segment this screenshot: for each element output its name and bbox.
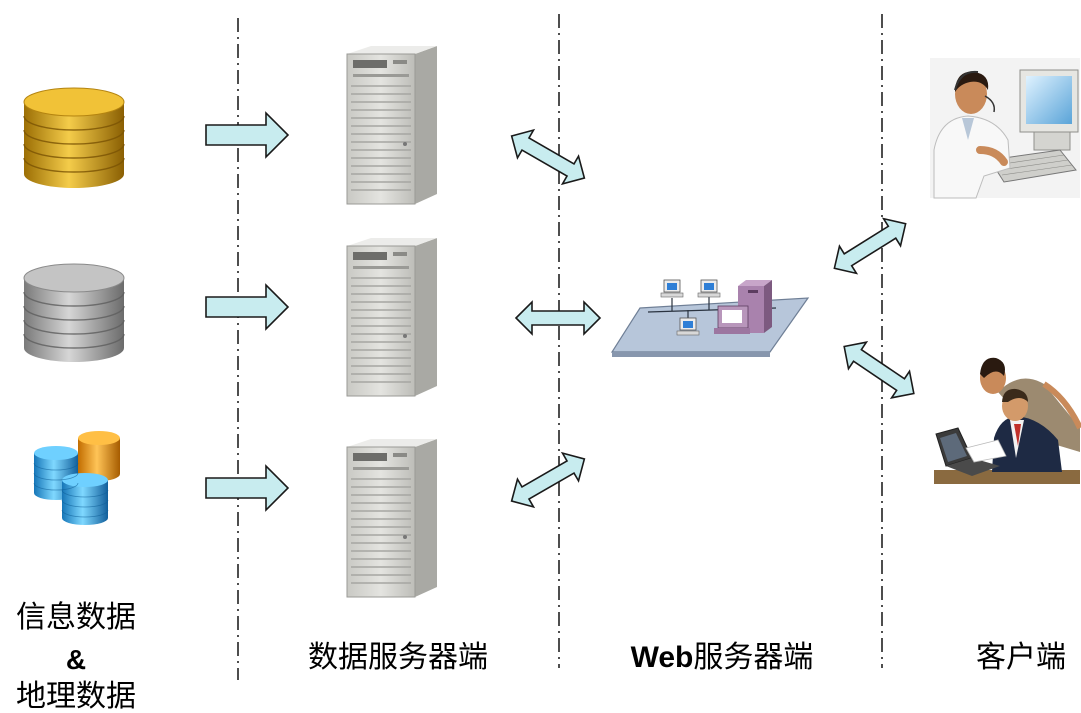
gray-database-icon: [23, 263, 125, 362]
client-label: 客户端: [976, 640, 1066, 675]
flow-arrow-1: [205, 111, 290, 159]
gold-database-icon: [23, 87, 125, 188]
server-tower-icon: [346, 438, 438, 598]
server-tower-icon: [346, 45, 438, 205]
web-server-label-suffix: 服务器端: [693, 640, 813, 675]
flow-arrow-2: [205, 283, 290, 331]
bidirectional-arrow-2: [514, 300, 602, 336]
data-server-label: 数据服务器端: [308, 640, 488, 675]
server-tower-icon: [346, 237, 438, 397]
web-server-label-prefix: Web: [631, 641, 694, 674]
bidirectional-arrow-3: [510, 451, 586, 509]
data-source-label-line2: &: [66, 644, 86, 675]
web-server-label: Web服务器端: [631, 640, 814, 675]
network-lan-icon: [610, 279, 810, 357]
flow-arrow-3: [205, 464, 290, 512]
bidirectional-arrow-1: [510, 128, 586, 186]
user-headset-computer-icon: [930, 58, 1080, 199]
bidirectional-arrow-4: [833, 217, 907, 275]
blue-orange-database-cluster-icon: [33, 431, 120, 525]
bidirectional-arrow-5: [843, 341, 915, 399]
data-source-label-line3: 地理数据: [16, 679, 136, 713]
data-source-label-line1: 信息数据: [16, 600, 136, 635]
two-users-laptop-icon: [934, 357, 1081, 484]
